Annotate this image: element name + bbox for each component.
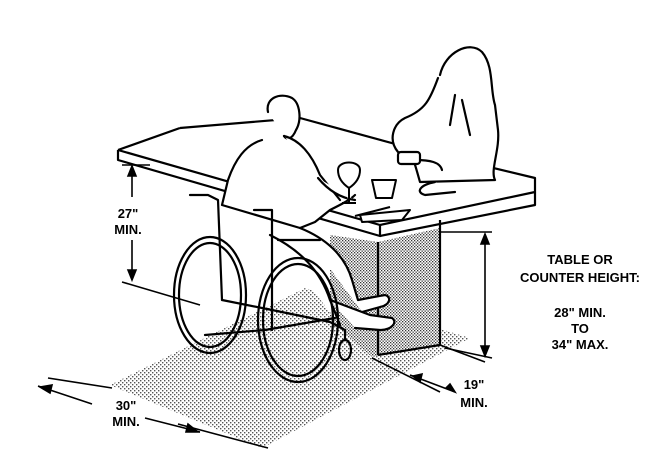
knee-depth-value: 19" — [463, 377, 485, 392]
table-height-to: TO — [571, 321, 589, 336]
wheelchair — [172, 193, 353, 384]
table-height-min: 28" MIN. — [554, 305, 606, 320]
dimension-clear-width — [37, 377, 269, 449]
table-height-title-line2: COUNTER HEIGHT: — [520, 270, 640, 285]
table-items — [337, 161, 411, 223]
standing-person — [391, 46, 500, 197]
clear-width-value: 30" — [115, 398, 137, 413]
dimension-table-height — [440, 231, 493, 359]
knee-depth-min: MIN. — [460, 395, 488, 410]
seated-person — [220, 94, 396, 332]
clear-width-min: MIN. — [112, 414, 140, 429]
table-height-max: 34" MAX. — [551, 337, 609, 352]
knee-height-value: 27" — [117, 206, 139, 221]
table-height-title-line1: TABLE OR — [547, 252, 613, 267]
knee-height-min: MIN. — [114, 222, 142, 237]
dimension-knee-height — [121, 163, 201, 306]
dimension-knee-depth — [371, 344, 486, 394]
